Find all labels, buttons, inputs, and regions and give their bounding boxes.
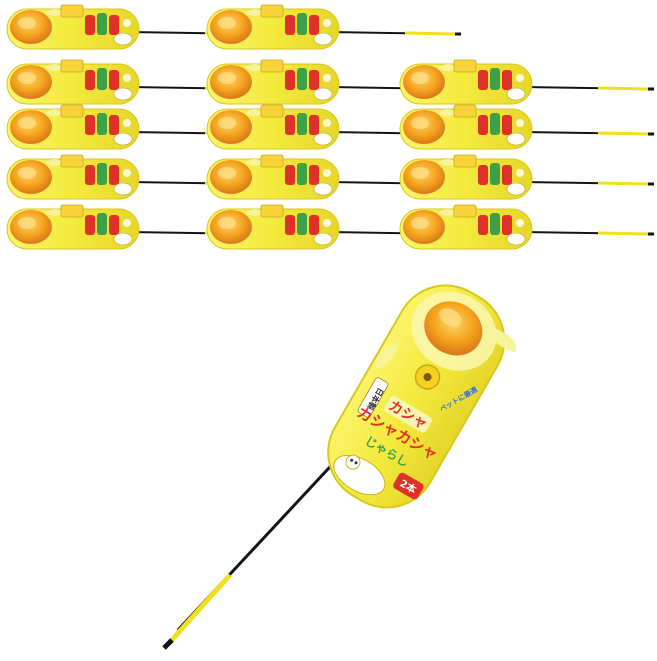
product-thumbnail <box>398 58 656 106</box>
product-thumbnail <box>398 103 656 151</box>
hero-product-image: 日本製 カシャ カシャカシャ じゃらし 2本 ペットに最適 <box>162 284 517 650</box>
product-thumbnail <box>205 3 463 51</box>
product-thumbnail <box>398 153 656 201</box>
product-thumbnail <box>398 203 656 251</box>
thumbnail-grid <box>5 3 656 251</box>
